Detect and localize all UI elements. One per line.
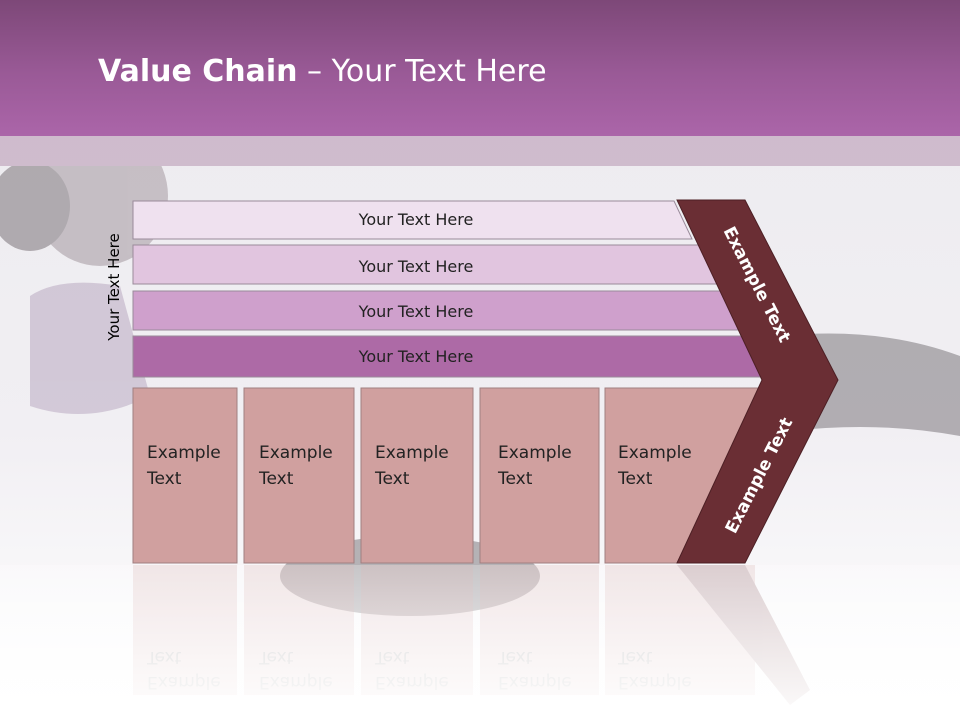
header-band bbox=[0, 136, 960, 166]
bar-1[interactable] bbox=[132, 200, 693, 240]
reflection-text-7: Example bbox=[259, 672, 333, 692]
reflection-text-1: Text bbox=[146, 647, 182, 667]
column-1-line1: Example bbox=[147, 443, 221, 463]
column-3[interactable] bbox=[360, 387, 474, 564]
title-bold: Value Chain bbox=[98, 54, 298, 89]
bar-1-label: Your Text Here bbox=[358, 210, 474, 229]
column-4-line2: Text bbox=[497, 469, 533, 489]
column-1-line2: Text bbox=[146, 469, 182, 489]
torso-shape bbox=[30, 282, 150, 414]
column-2-line2: Text bbox=[258, 469, 294, 489]
reflection-text-2: Text bbox=[258, 647, 294, 667]
column-3-line2: Text bbox=[374, 469, 410, 489]
bar-4-label: Your Text Here bbox=[358, 347, 474, 366]
column-5-line1: Example bbox=[618, 443, 692, 463]
title-rest: – Your Text Here bbox=[297, 54, 547, 89]
reflection: Text Text Text Text Text Example Example… bbox=[133, 565, 810, 705]
column-2[interactable] bbox=[243, 387, 355, 564]
reflection-text-6: Example bbox=[147, 672, 221, 692]
header-bar bbox=[0, 0, 960, 136]
column-4-line1: Example bbox=[498, 443, 572, 463]
head-shape bbox=[32, 166, 168, 266]
reflection-text-3: Text bbox=[374, 647, 410, 667]
chevron-shape[interactable] bbox=[676, 199, 839, 564]
column-2-line1: Example bbox=[259, 443, 333, 463]
reflection-text-10: Example bbox=[618, 672, 692, 692]
column-5-line2: Text bbox=[617, 469, 653, 489]
reflection-text-9: Example bbox=[498, 672, 572, 692]
reflection-text-5: Text bbox=[617, 647, 653, 667]
reflection-text-4: Text bbox=[497, 647, 533, 667]
column-3-line1: Example bbox=[375, 443, 449, 463]
column-1[interactable] bbox=[132, 387, 238, 564]
bar-2-label: Your Text Here bbox=[358, 257, 474, 276]
column-4[interactable] bbox=[479, 387, 600, 564]
page-title: Value Chain – Your Text Here bbox=[98, 54, 547, 89]
hair-shape bbox=[0, 166, 70, 251]
bar-3-label: Your Text Here bbox=[358, 302, 474, 321]
reflection-text-8: Example bbox=[375, 672, 449, 692]
